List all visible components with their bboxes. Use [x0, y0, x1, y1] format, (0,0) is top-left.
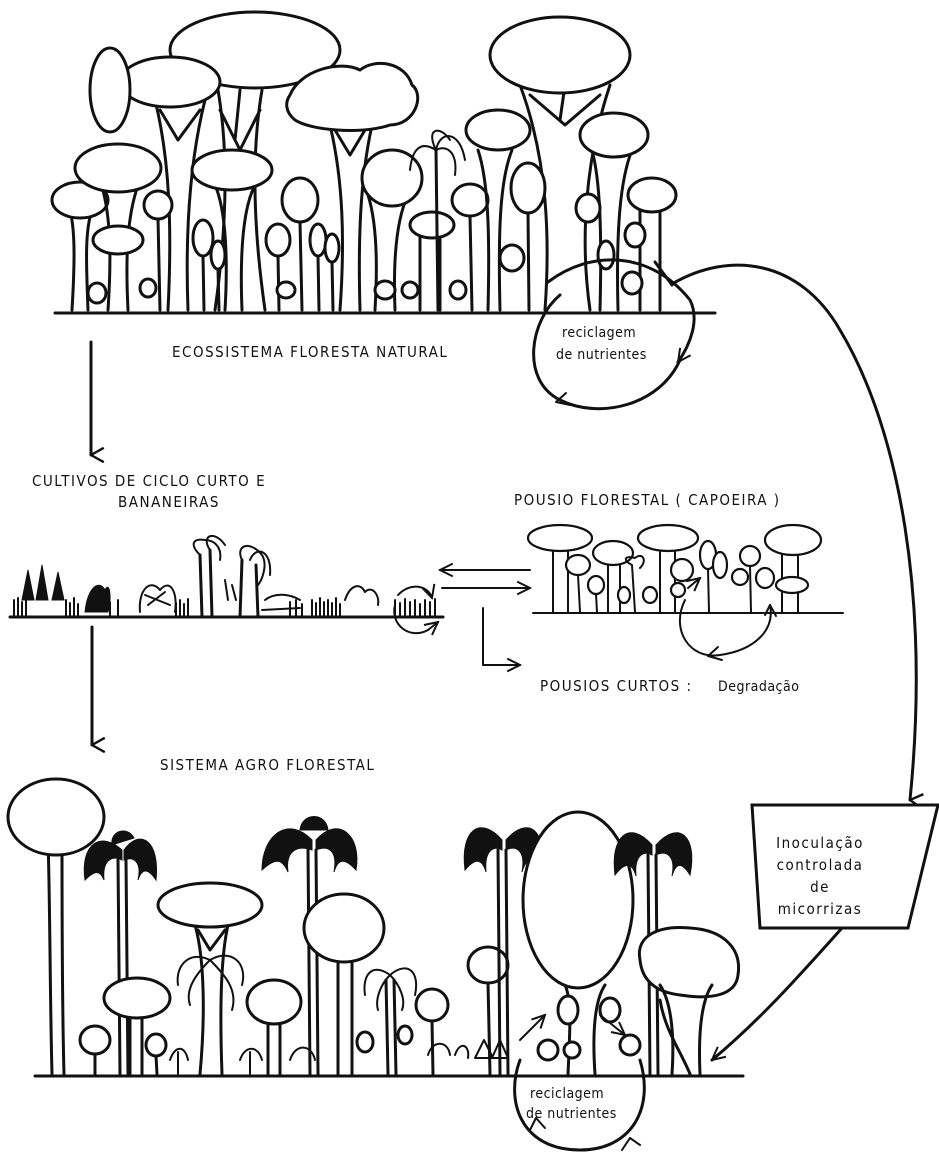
label-agroforestry: SISTEMA AGRO FLORESTAL [160, 756, 375, 774]
arrow-inoculation-to-agroforestry [712, 926, 844, 1062]
label-short-crops-line1: CULTIVOS DE CICLO CURTO E [32, 472, 266, 490]
label-inoculation-4: micorrizas [778, 900, 863, 918]
recycling-cycle-bottom [513, 1058, 646, 1152]
agroforestry-illustration [6, 777, 745, 1078]
label-recycling-bottom-1: reciclagem [530, 1086, 604, 1102]
natural-forest-illustration [50, 10, 717, 315]
fallow-forest-illustration [526, 523, 844, 661]
inoculation-box [750, 803, 939, 930]
short-cycle-crops-illustration [8, 535, 443, 633]
recycling-cycle-top [532, 258, 696, 411]
label-short-crops-line2: BANANEIRAS [118, 493, 220, 511]
label-recycling-top-1: reciclagem [562, 325, 636, 341]
label-fallow: POUSIO FLORESTAL ( CAPOEIRA ) [514, 491, 781, 509]
label-inoculation-1: Inoculação [776, 834, 864, 852]
arrow-to-short-fallows [482, 607, 520, 665]
label-short-fallows: POUSIOS CURTOS : [540, 677, 693, 695]
label-degradation: Degradação [718, 679, 799, 695]
label-recycling-top-2: de nutrientes [556, 347, 647, 363]
label-inoculation-2: controlada [777, 856, 864, 874]
label-recycling-bottom-2: de nutrientes [526, 1106, 617, 1122]
label-inoculation-3: de [810, 878, 830, 896]
label-natural-forest: ECOSSISTEMA FLORESTA NATURAL [172, 343, 448, 361]
arrow-to-inoculation [670, 263, 916, 800]
